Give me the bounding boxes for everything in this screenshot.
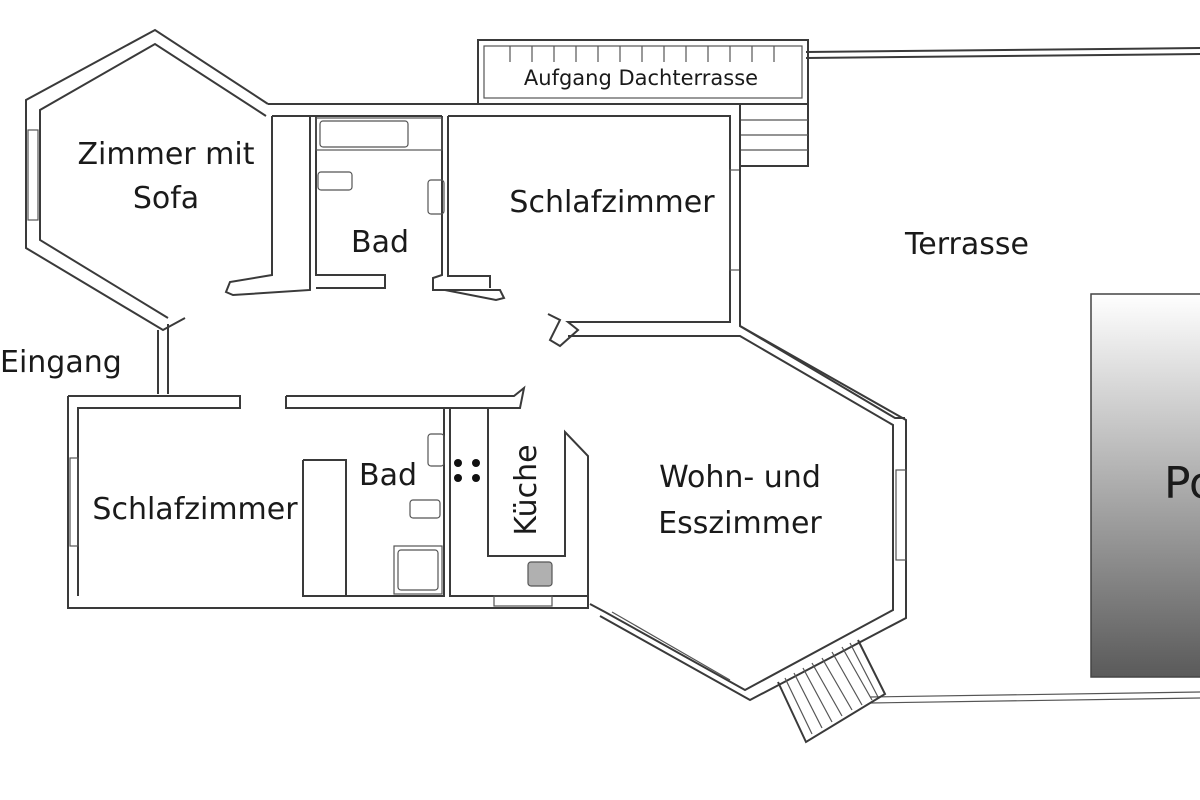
label-zimmer-sofa-1: Zimmer mit: [78, 137, 255, 172]
label-aufgang: Aufgang Dachterrasse: [524, 66, 758, 90]
label-eingang: Eingang: [0, 345, 122, 380]
pool: [1090, 293, 1200, 678]
room-zimmer-sofa-walls: [25, 28, 269, 332]
label-bad-bottom: Bad: [359, 458, 417, 493]
label-schlafzimmer-top: Schlafzimmer: [509, 185, 715, 220]
label-wohn-1: Wohn- und: [659, 460, 821, 495]
label-zimmer-sofa-2: Sofa: [133, 181, 199, 216]
lower-wing-walls: [285, 385, 589, 609]
kitchen-sink: [527, 561, 553, 587]
label-wohn-2: Esszimmer: [658, 506, 822, 541]
label-pool: Po: [1164, 458, 1200, 509]
label-schlafzimmer-bottom: Schlafzimmer: [92, 492, 298, 527]
label-bad-top: Bad: [351, 225, 409, 260]
top-wing-walls: [224, 103, 506, 302]
terrace-outline: [805, 47, 1200, 704]
label-kueche: Küche: [509, 444, 544, 535]
label-terrasse: Terrasse: [904, 227, 1029, 262]
room-wohn-walls: [568, 325, 907, 702]
roof-stairs: [477, 39, 809, 167]
entrance-walls: [67, 324, 346, 609]
outer-stairs: [777, 639, 887, 744]
room-schlafzimmer-top-walls: [447, 104, 905, 419]
